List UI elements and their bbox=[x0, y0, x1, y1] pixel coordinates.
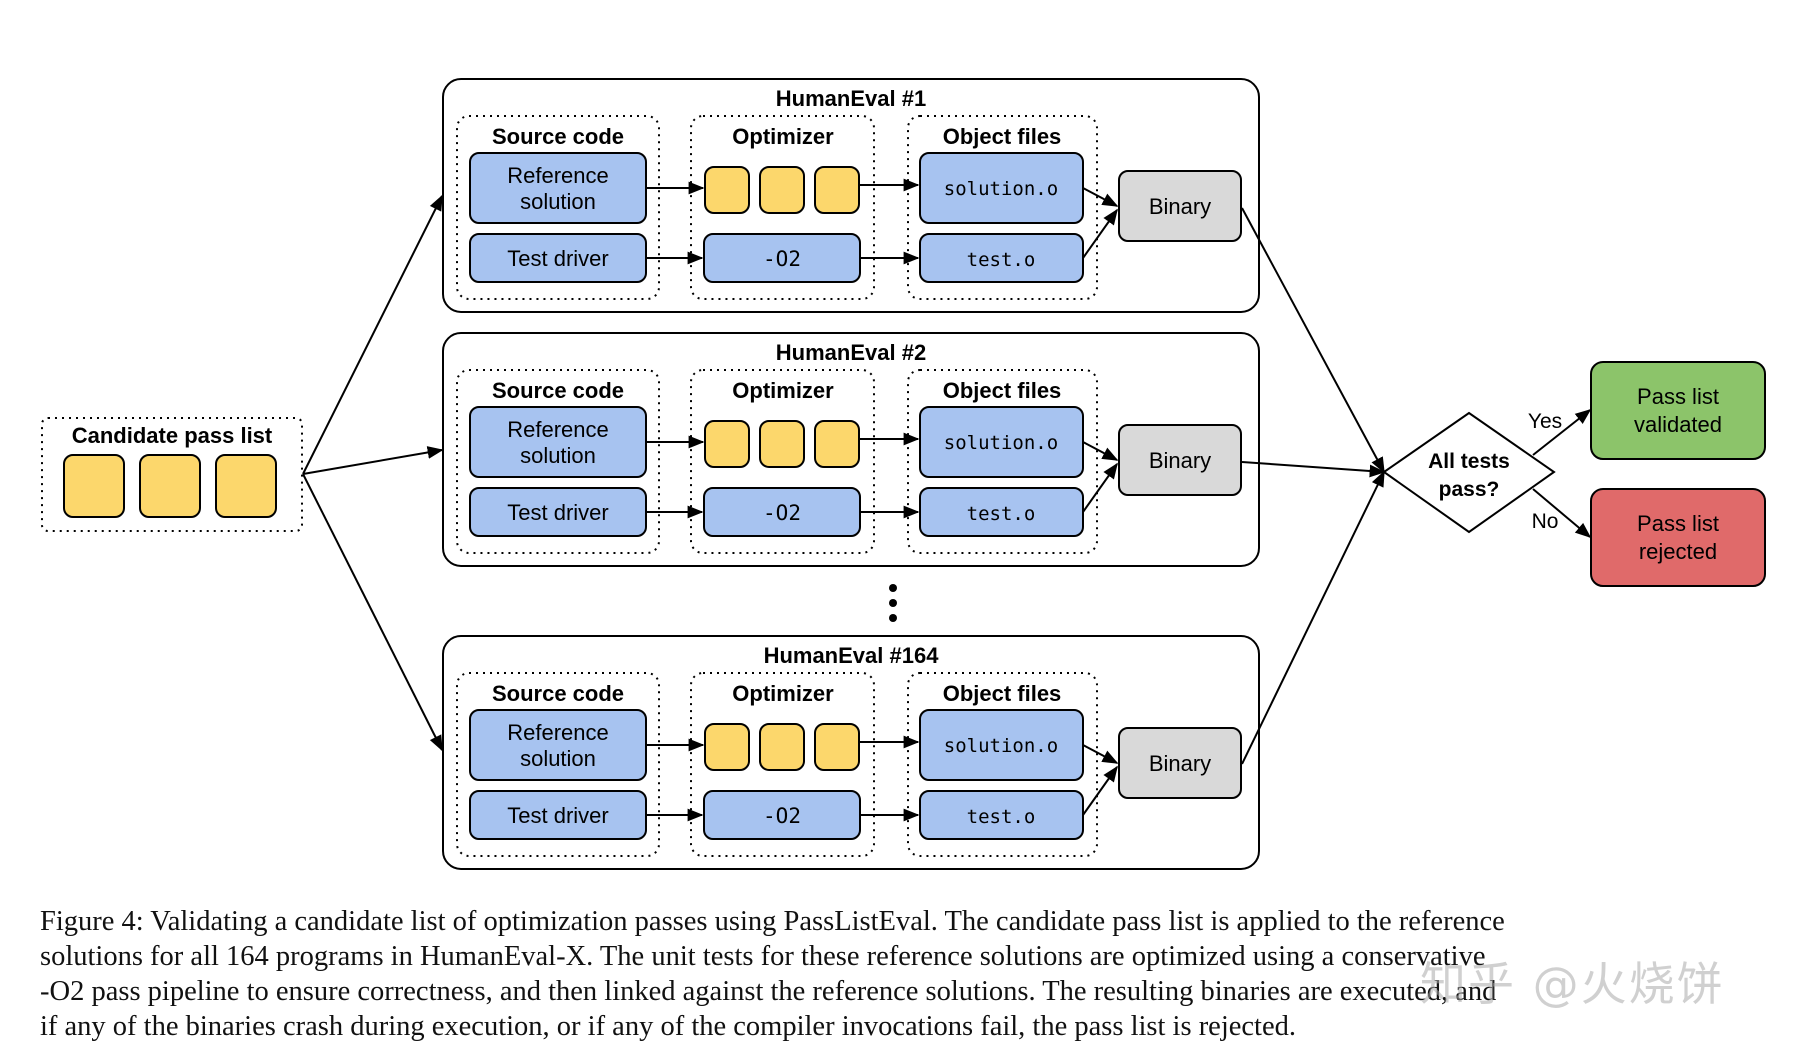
object-files-label: Object files bbox=[943, 378, 1062, 403]
source-code-label: Source code bbox=[492, 124, 624, 149]
yes-arrow bbox=[1532, 409, 1592, 456]
reference-line-2: solution bbox=[520, 746, 596, 771]
o2-label: -O2 bbox=[763, 501, 801, 525]
group-title: HumanEval #164 bbox=[764, 643, 940, 668]
optimizer-pass-3 bbox=[814, 723, 860, 771]
caption-line: Figure 4: Validating a candidate list of… bbox=[40, 906, 1505, 937]
reference-line-2: solution bbox=[520, 443, 596, 468]
optimizer-label: Optimizer bbox=[732, 124, 834, 149]
flow-arrow bbox=[1082, 462, 1118, 513]
more-groups-ellipsis bbox=[889, 584, 897, 622]
binary-label: Binary bbox=[1149, 751, 1211, 776]
optimizer-pass-2 bbox=[759, 166, 805, 214]
caption-line: -O2 pass pipeline to ensure correctness,… bbox=[40, 976, 1497, 1007]
o2-label: -O2 bbox=[763, 247, 801, 271]
binary-box bbox=[1118, 424, 1242, 496]
watermark: 知乎 @火烧饼 bbox=[1420, 957, 1725, 1011]
decision-line-1: All tests bbox=[1428, 450, 1510, 473]
caption-line: if any of the binaries crash during exec… bbox=[40, 1011, 1296, 1042]
candidate-title: Candidate pass list bbox=[72, 423, 273, 448]
reference-line-2: solution bbox=[520, 189, 596, 214]
caption-line: solutions for all 164 programs in HumanE… bbox=[40, 941, 1486, 972]
no-label: No bbox=[1532, 510, 1559, 533]
o2-label: -O2 bbox=[763, 804, 801, 828]
optimizer-pass-1 bbox=[704, 166, 750, 214]
candidate-pass-1 bbox=[63, 454, 125, 518]
reference-line-1: Reference bbox=[507, 163, 609, 188]
no-arrow bbox=[1532, 488, 1592, 539]
group-title: HumanEval #2 bbox=[776, 340, 926, 365]
optimizer-pass-1 bbox=[704, 420, 750, 468]
object-files-label: Object files bbox=[943, 124, 1062, 149]
candidate-pass-list: Candidate pass list bbox=[41, 417, 303, 532]
flow-arrow bbox=[1082, 441, 1119, 461]
optimizer-label: Optimizer bbox=[732, 378, 834, 403]
optimizer-label: Optimizer bbox=[732, 681, 834, 706]
rejected-line-1: Pass list bbox=[1637, 511, 1719, 536]
solution-o-label: solution.o bbox=[944, 432, 1058, 454]
group-title: HumanEval #1 bbox=[776, 86, 926, 111]
binary-label: Binary bbox=[1149, 448, 1211, 473]
solution-o-label: solution.o bbox=[944, 178, 1058, 200]
flow-arrow bbox=[1082, 208, 1118, 259]
validated-line-2: validated bbox=[1634, 412, 1722, 437]
optimizer-pass-1 bbox=[704, 723, 750, 771]
solution-o-label: solution.o bbox=[944, 735, 1058, 757]
optimizer-pass-3 bbox=[814, 166, 860, 214]
reference-line-1: Reference bbox=[507, 417, 609, 442]
outcome-validated: Pass list validated bbox=[1590, 361, 1766, 460]
outcome-rejected: Pass list rejected bbox=[1590, 488, 1766, 587]
source-code-label: Source code bbox=[492, 681, 624, 706]
candidate-pass-3 bbox=[215, 454, 277, 518]
flow-arrow bbox=[1082, 744, 1119, 764]
pipeline-diagram: Candidate pass list HumanEval #1 Source c… bbox=[41, 78, 1766, 870]
test-driver-label: Test driver bbox=[507, 500, 608, 525]
binary-box bbox=[1118, 170, 1242, 242]
test-o-label: test.o bbox=[967, 249, 1036, 271]
optimizer-pass-3 bbox=[814, 420, 860, 468]
candidate-pass-2 bbox=[139, 454, 201, 518]
test-o-label: test.o bbox=[967, 503, 1036, 525]
binary-to-decision-arrows bbox=[1241, 207, 1386, 765]
validated-line-1: Pass list bbox=[1637, 384, 1719, 409]
humaneval-group-1: HumanEval #1 Source code Optimizer Object f… bbox=[442, 78, 1260, 313]
candidate-arrows bbox=[302, 194, 444, 752]
humaneval-group-2: HumanEval #2 Source code Optimizer Object f… bbox=[442, 332, 1260, 567]
figure-caption: Figure 4: Validating a candidate list of… bbox=[40, 904, 1775, 1044]
optimizer-pass-2 bbox=[759, 723, 805, 771]
test-o-label: test.o bbox=[967, 806, 1036, 828]
decision-line-2: pass? bbox=[1439, 478, 1500, 501]
flow-arrow bbox=[1082, 187, 1119, 207]
flow-arrow bbox=[1082, 765, 1118, 816]
yes-label: Yes bbox=[1528, 410, 1562, 433]
test-driver-label: Test driver bbox=[507, 246, 608, 271]
reference-line-1: Reference bbox=[507, 720, 609, 745]
optimizer-pass-2 bbox=[759, 420, 805, 468]
decision-all-tests-pass: All tests pass? bbox=[1382, 411, 1556, 534]
object-files-label: Object files bbox=[943, 681, 1062, 706]
binary-label: Binary bbox=[1149, 194, 1211, 219]
test-driver-label: Test driver bbox=[507, 803, 608, 828]
source-code-label: Source code bbox=[492, 378, 624, 403]
rejected-line-2: rejected bbox=[1639, 539, 1717, 564]
binary-box bbox=[1118, 727, 1242, 799]
